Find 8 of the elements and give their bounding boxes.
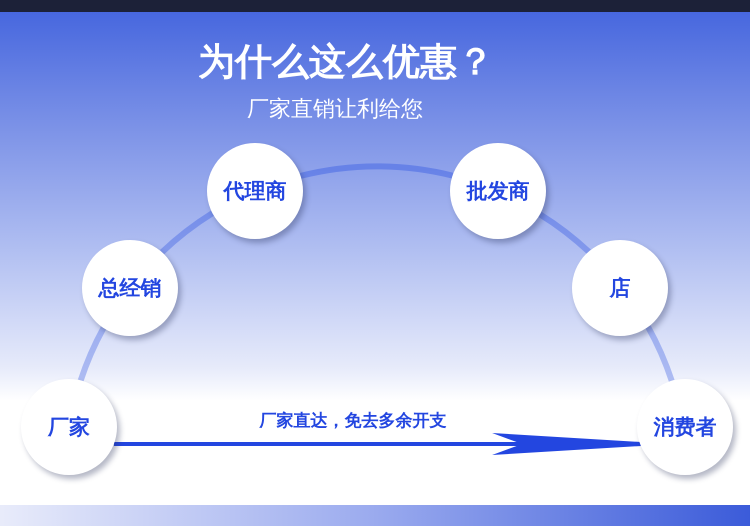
arc-line — [78, 326, 106, 382]
subtitle: 厂家直销让利给您 — [247, 96, 423, 124]
arc-line — [300, 163, 454, 179]
arc-line — [538, 212, 591, 254]
edge-label: 厂家直达，免去多余开支 — [260, 411, 446, 431]
title: 为什么这么优惠？ — [198, 40, 494, 84]
arc-line — [645, 325, 675, 382]
arc-line — [160, 210, 214, 254]
